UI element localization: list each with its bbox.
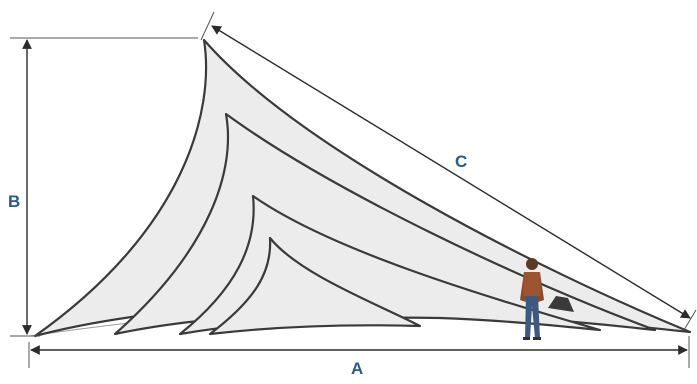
label-b: B [8,192,20,211]
label-c: C [455,152,467,171]
label-a: A [351,359,363,378]
extension-line-top-tick [200,11,215,41]
extension-line-right-tick [683,309,697,331]
dimension-line-c [211,25,691,319]
